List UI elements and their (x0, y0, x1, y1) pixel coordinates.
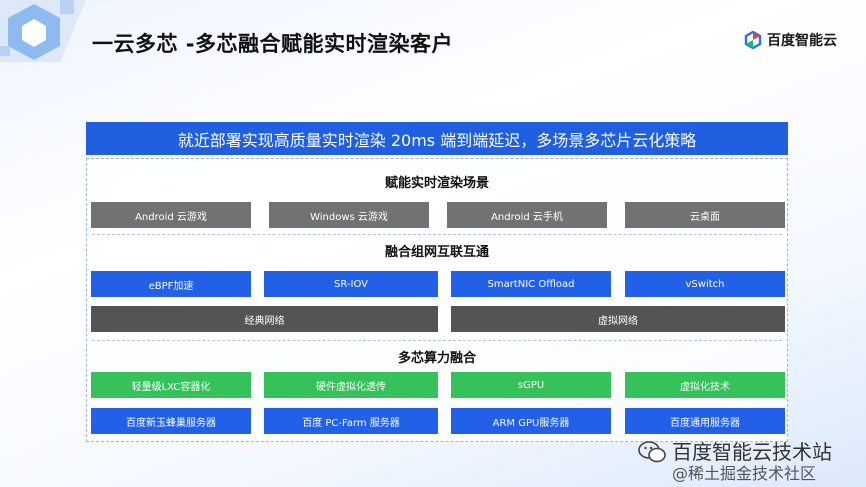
network-classic: 经典网络 (91, 306, 438, 332)
corner-decoration (0, 0, 86, 62)
section-divider (92, 234, 782, 235)
network-vswitch: vSwitch (625, 271, 785, 297)
section-title-scenarios: 赋能实时渲染场景 (384, 176, 489, 191)
scenario-android-cloud-phone: Android 云手机 (447, 202, 607, 228)
compute-virtualization: 虚拟化技术 (625, 372, 785, 398)
server-arm-gpu: ARM GPU服务器 (451, 408, 611, 434)
architecture-panel (86, 158, 788, 442)
compute-lxc-container: 轻量级LXC容器化 (91, 372, 251, 398)
compute-hardware-passthrough: 硬件虚拟化透传 (264, 372, 438, 398)
scenario-cloud-desktop: 云桌面 (625, 202, 785, 228)
page-title: 一云多芯 -多芯融合赋能实时渲染客户 (92, 32, 454, 56)
network-smartnic-offload: SmartNIC Offload (451, 271, 611, 297)
section-divider (92, 340, 782, 341)
cloud-logo-icon (744, 31, 762, 49)
network-virtual: 虚拟网络 (451, 306, 785, 332)
scenario-windows-cloud-gaming: Windows 云游戏 (269, 202, 429, 228)
server-hive: 百度新玉蜂巢服务器 (91, 408, 251, 434)
wechat-icon (638, 441, 666, 463)
server-pc-farm: 百度 PC-Farm 服务器 (264, 408, 438, 434)
network-ebpf: eBPF加速 (91, 271, 251, 297)
compute-sgpu: sGPU (451, 372, 611, 398)
network-sr-iov: SR-IOV (264, 271, 438, 297)
watermark: 百度智能云技术站 @稀土掘金技术社区 (630, 436, 860, 483)
scenario-android-cloud-gaming: Android 云游戏 (91, 202, 251, 228)
watermark-account: 百度智能云技术站 (672, 440, 832, 464)
brand-logo-text: 百度智能云 (767, 33, 837, 49)
section-title-network: 融合组网互联互通 (384, 245, 489, 260)
server-general: 百度通用服务器 (625, 408, 785, 434)
headline-banner: 就近部署实现高质量实时渲染 20ms 端到端延迟，多场景多芯片云化策略 (86, 122, 788, 155)
watermark-source: @稀土掘金技术社区 (672, 464, 817, 483)
section-title-compute: 多芯算力融合 (397, 351, 476, 366)
brand-logo: 百度智能云 (744, 30, 837, 50)
